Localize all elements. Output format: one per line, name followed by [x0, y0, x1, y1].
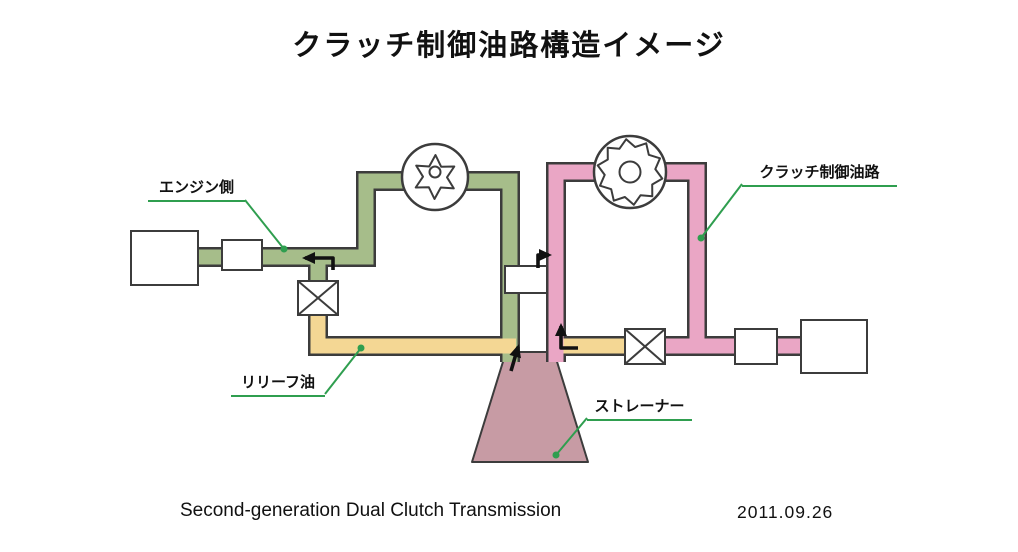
inline-component-right	[734, 328, 778, 365]
leader-dot-clutch	[697, 234, 705, 242]
leader-strainer	[555, 417, 588, 456]
center-component	[504, 265, 548, 294]
label-strainer: ストレーナー	[587, 395, 692, 421]
valve-x-right-2	[624, 328, 666, 365]
gear-pump-icon	[592, 134, 668, 210]
flow-arrow-center-top	[536, 249, 552, 268]
clutch-box	[800, 319, 868, 374]
leader-dot-strainer	[552, 451, 560, 459]
valve-x-left-2	[297, 280, 339, 316]
valve-x-marks	[297, 280, 666, 365]
pump-shaft-right	[618, 160, 642, 184]
leader-relief-oil	[324, 347, 362, 395]
pipe-outlines	[198, 162, 806, 362]
leader-dot-engine	[280, 245, 288, 253]
label-clutch-circuit: クラッチ制御油路	[742, 161, 897, 187]
engine-box	[130, 230, 199, 286]
leader-lines	[244, 183, 743, 456]
relief-oil-pipe-left	[310, 308, 516, 354]
flow-arrow-left	[302, 252, 335, 270]
strainer-funnel	[471, 351, 589, 463]
flow-arrow-pink-up	[555, 323, 578, 350]
footer-date: 2011.09.26	[737, 502, 834, 522]
engine-side-pipe	[198, 173, 518, 362]
footer-caption: Second-generation Dual Clutch Transmissi…	[180, 500, 562, 521]
inline-component-left	[221, 239, 263, 271]
leader-clutch-circuit	[700, 183, 743, 239]
green-pipe-outline	[198, 171, 520, 362]
page-title: クラッチ制御油路構造イメージ	[292, 30, 726, 62]
label-relief-oil: リリーフ油	[231, 371, 325, 397]
label-engine-side: エンジン側	[148, 176, 245, 202]
trochoid-pump-icon	[400, 142, 470, 212]
flow-arrows	[302, 249, 578, 372]
leader-dot-relief	[357, 344, 365, 352]
leader-engine-side	[244, 199, 285, 250]
pump-shaft-left	[428, 165, 442, 179]
leader-dots	[280, 234, 705, 459]
flow-arrow-strainer-up	[509, 344, 521, 372]
